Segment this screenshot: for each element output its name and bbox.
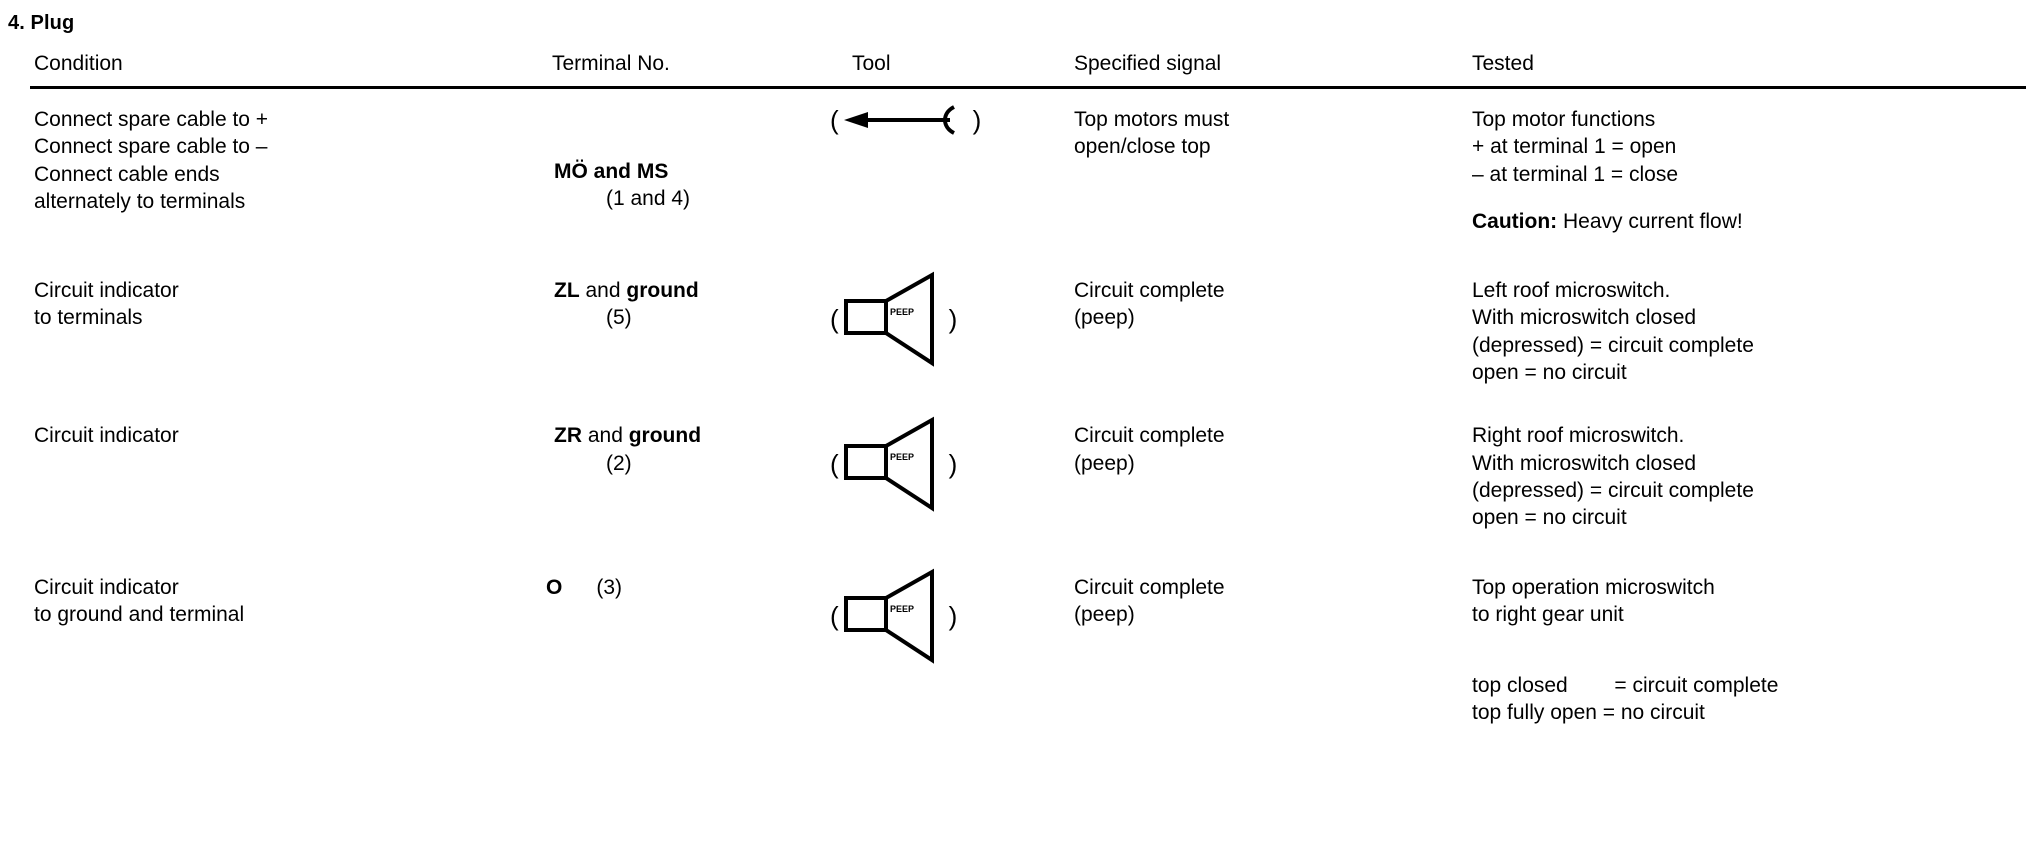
speaker-peep-icon: ( PEEP )	[830, 568, 957, 664]
table-header-row: Condition Terminal No. Tool Specified si…	[0, 52, 2026, 85]
speaker-horn-glyph: PEEP	[843, 416, 934, 513]
cell-tested: Right roof microswitch. With microswitch…	[1472, 424, 1754, 530]
plug-test-table: Condition Terminal No. Tool Specified si…	[0, 52, 2026, 727]
cell-terminal-no: O(3)	[546, 575, 623, 599]
column-header-terminal-no: Terminal No.	[552, 52, 670, 75]
cell-condition: Circuit indicator	[34, 424, 179, 448]
caution-note: Caution: Heavy current flow!	[1472, 209, 1743, 233]
header-rule-segment	[540, 85, 830, 89]
cell-condition: Circuit indicator to terminals	[34, 279, 179, 330]
cell-tool: ( PEEP )	[830, 532, 1060, 727]
table-row: Circuit indicator to ground and terminal…	[0, 532, 2026, 727]
table-row: Circuit indicator ZR and ground (2) ( PE…	[0, 386, 2026, 531]
header-rule-segment	[830, 85, 1060, 89]
cell-tool: ( PEEP )	[830, 386, 1060, 531]
peep-text: PEEP	[890, 307, 914, 317]
cell-specified-signal: Top motors must open/close top	[1074, 108, 1230, 159]
speaker-horn-glyph: PEEP	[843, 568, 934, 664]
header-rule-segment	[1440, 85, 2026, 89]
cell-condition: Circuit indicator to ground and terminal	[34, 575, 245, 626]
column-header-condition: Condition	[34, 52, 123, 75]
table-row: Connect spare cable to + Connect spare c…	[0, 89, 2026, 235]
table-row: Circuit indicator to terminals ZL and gr…	[0, 235, 2026, 386]
speaker-peep-icon: ( PEEP )	[830, 416, 957, 513]
cable-arrow-glyph	[843, 105, 955, 135]
column-header-specified-signal: Specified signal	[1074, 52, 1222, 75]
cell-specified-signal: Circuit complete (peep)	[1074, 424, 1225, 475]
table-header-rule	[0, 85, 2026, 89]
header-rule-segment	[0, 85, 540, 89]
header-rule-segment	[1060, 85, 1440, 89]
page-title: 4. Plug	[8, 12, 75, 34]
column-header-tool: Tool	[852, 52, 891, 75]
cell-specified-signal: Circuit complete (peep)	[1074, 575, 1225, 626]
cell-terminal-no: ZL and ground (5)	[554, 279, 699, 330]
cell-terminal-no: ZR and ground (2)	[554, 424, 702, 475]
speaker-peep-icon: ( PEEP )	[830, 271, 957, 367]
cell-tested: Left roof microswitch. With microswitch …	[1472, 279, 1754, 385]
speaker-horn-glyph: PEEP	[843, 271, 934, 367]
cell-tested: Top motor functions + at terminal 1 = op…	[1440, 89, 2026, 235]
peep-text: PEEP	[890, 604, 914, 614]
cell-tested: Top operation microswitch to right gear …	[1472, 575, 1779, 725]
table-header: Condition Terminal No. Tool Specified si…	[0, 52, 2026, 89]
cell-condition: Connect spare cable to + Connect spare c…	[34, 108, 269, 213]
peep-text: PEEP	[890, 452, 914, 462]
cell-terminal-no: MÖ and MS (1 and 4)	[554, 160, 691, 211]
cell-specified-signal: Circuit complete (peep)	[1074, 279, 1225, 330]
column-header-tested: Tested	[1472, 52, 1534, 75]
table-body: Connect spare cable to + Connect spare c…	[0, 89, 2026, 727]
cable-arrow-icon: ( )	[830, 105, 982, 135]
cell-tool: ( )	[830, 89, 1060, 235]
cell-tool: ( PEEP )	[830, 235, 1060, 386]
